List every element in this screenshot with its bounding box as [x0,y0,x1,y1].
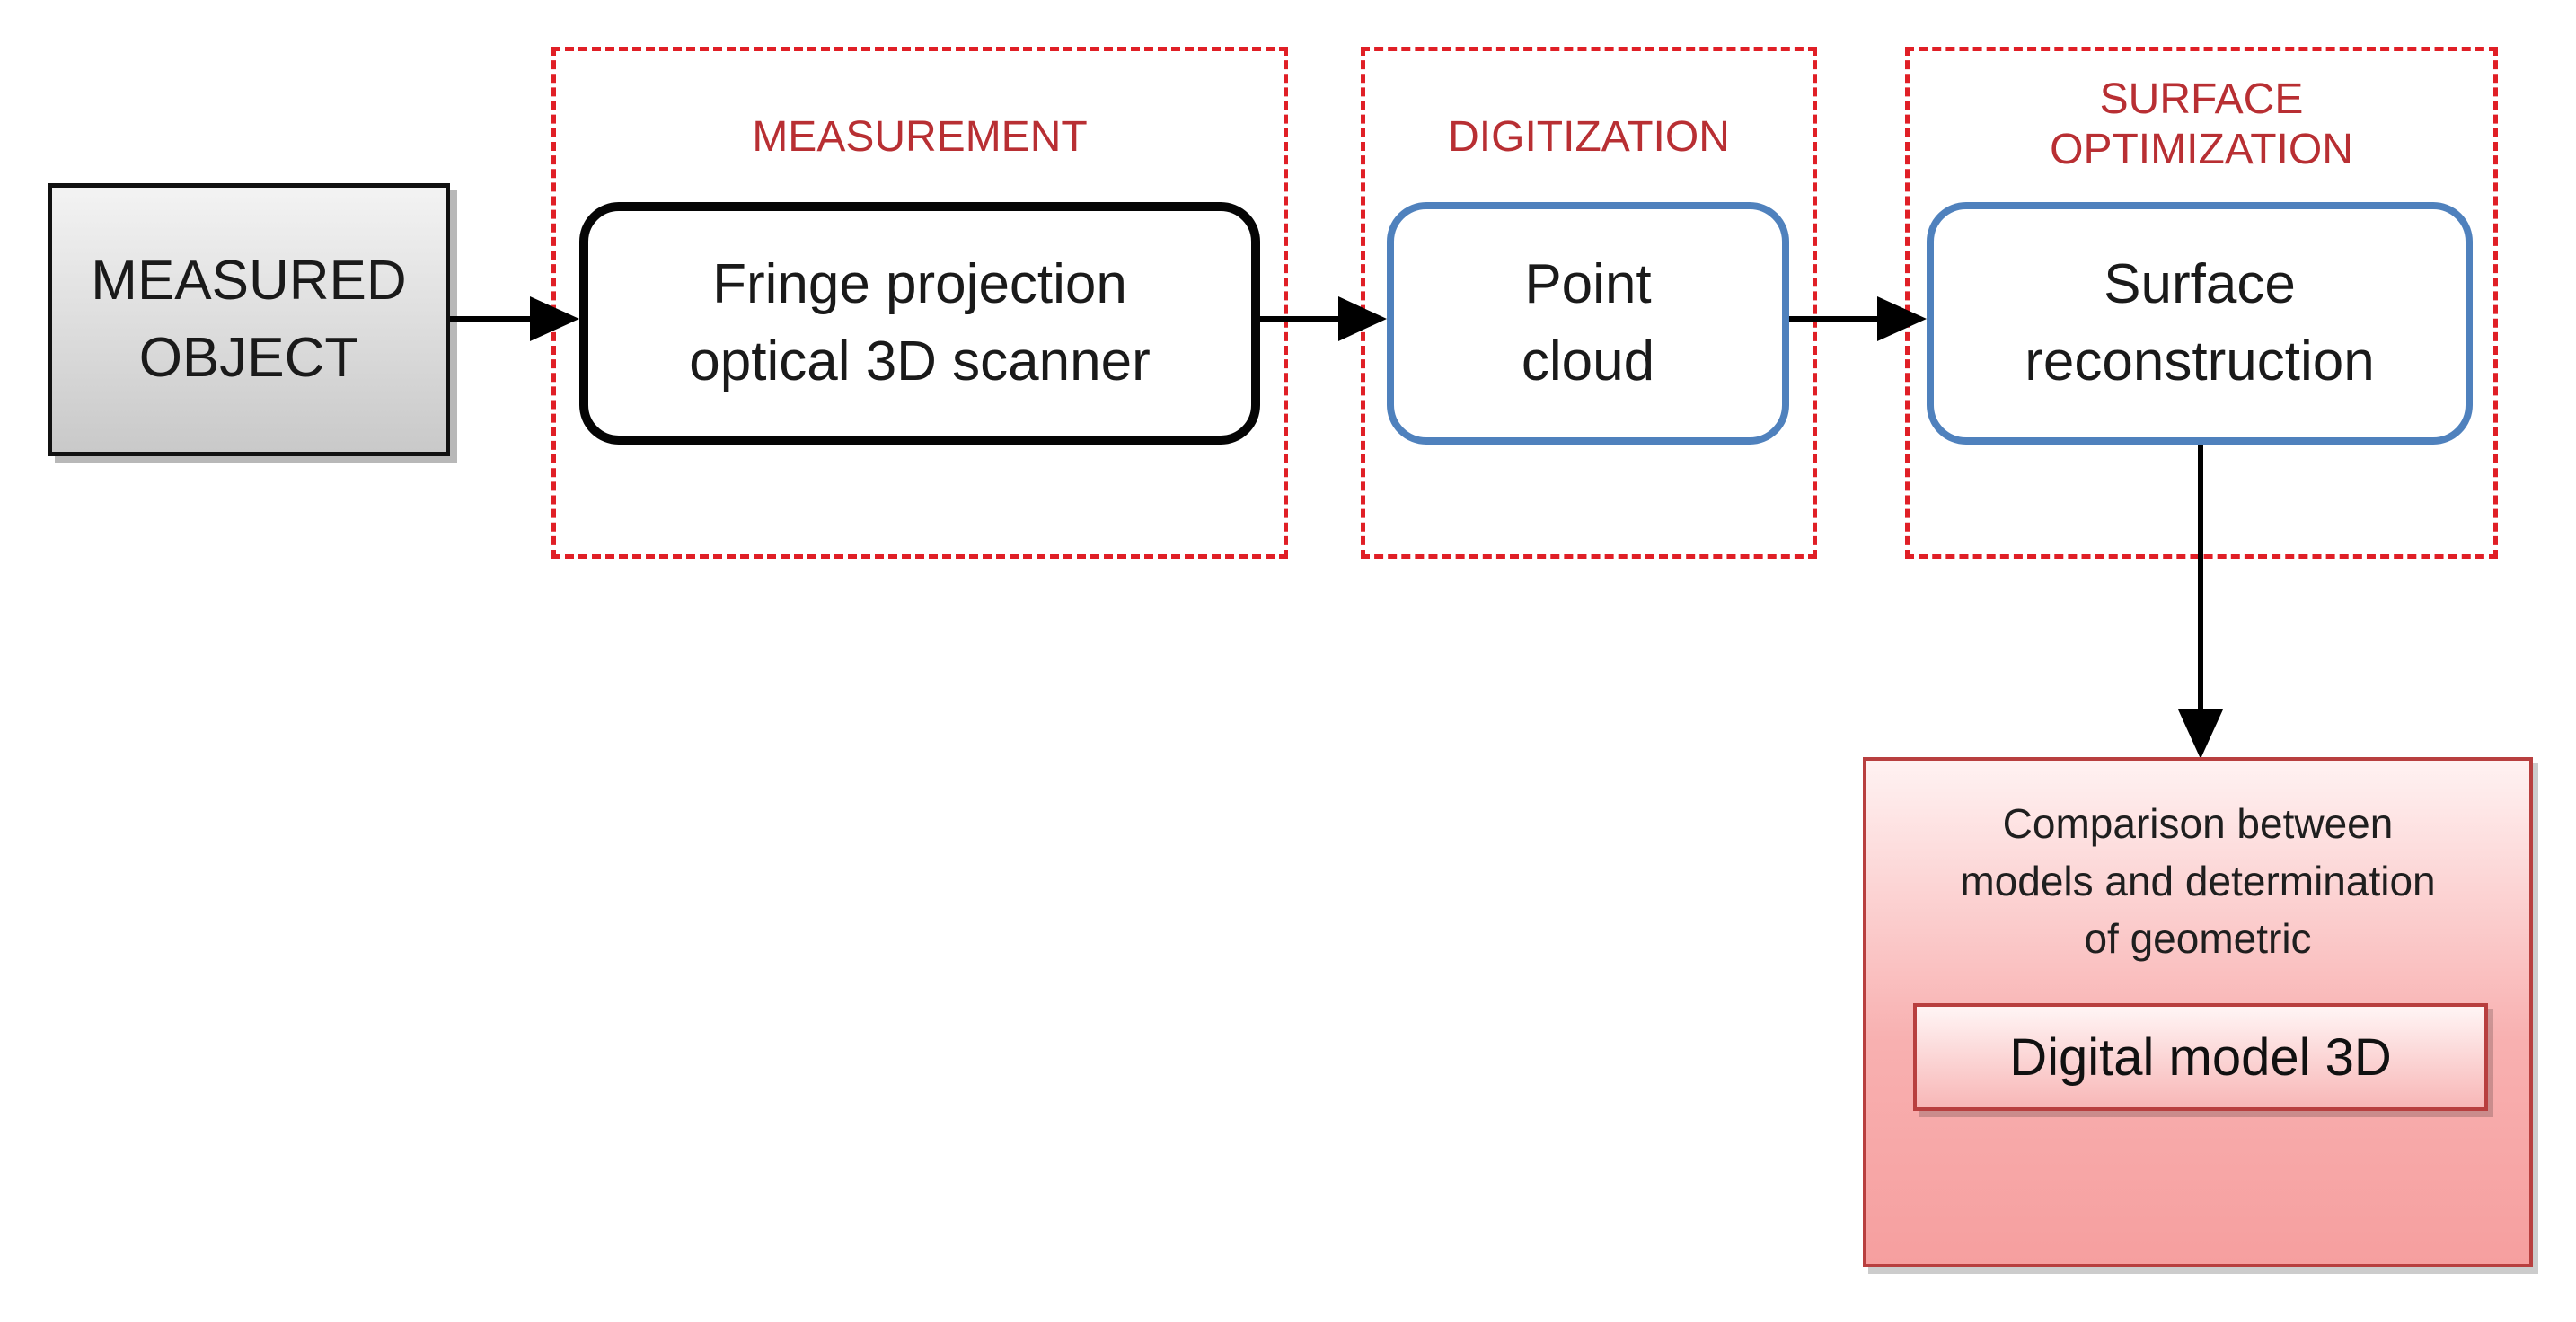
digital-model-box: Digital model 3D [1913,1003,2488,1111]
comparison-text: Comparison between models and determinat… [1960,800,2436,962]
arrowhead-scanner-to-cloud [1338,296,1387,341]
digitization-stage-label: DIGITIZATION [1448,113,1730,161]
surface-optimization-stage-label: SURFACE OPTIMIZATION [2050,75,2353,173]
measurement-stage-box [551,47,1288,559]
point-cloud-box: Point cloud [1387,202,1789,445]
digitization-stage-box [1361,47,1817,559]
comparison-box: Comparison between models and determinat… [1863,757,2533,1267]
arrowhead-cloud-to-surface [1877,296,1927,341]
measured-object-box: MEASURED OBJECT [48,183,450,456]
arrowhead-surface-to-comparison [2178,709,2223,759]
measurement-stage-label: MEASUREMENT [752,113,1088,161]
surface-reconstruction-box: Surface reconstruction [1927,202,2473,445]
arrowhead-object-to-scanner [530,296,579,341]
scanner-box: Fringe projection optical 3D scanner [579,202,1260,445]
